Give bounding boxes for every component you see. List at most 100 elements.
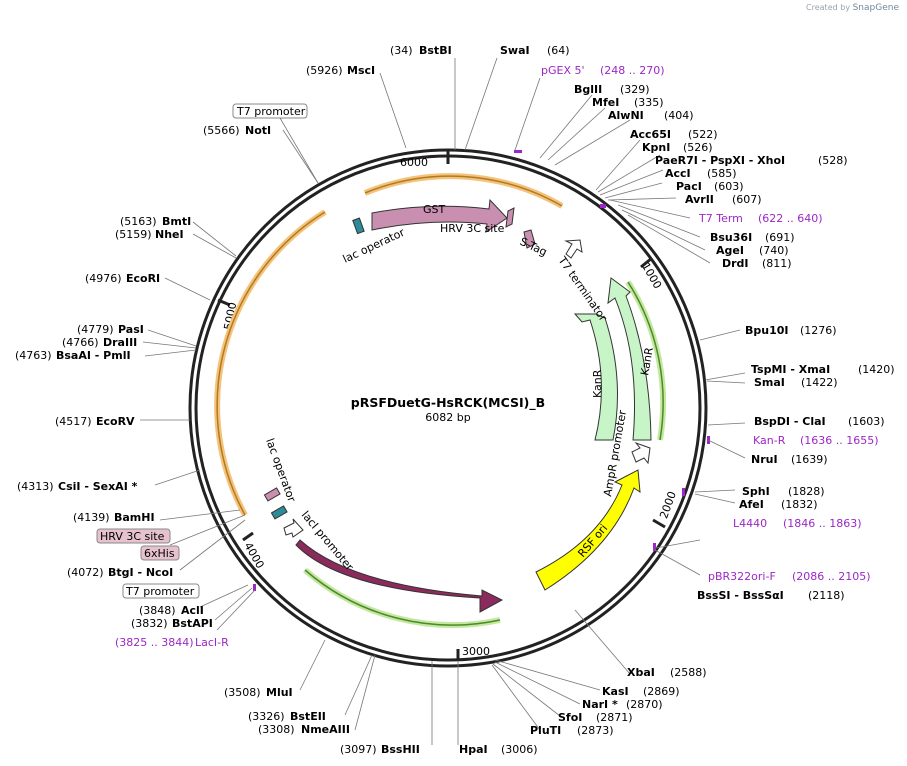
label-kanr-outer: KanR [638,346,656,377]
tick-label-3000: 3000 [462,645,490,658]
site-pos-mlui: (3508) [224,686,261,699]
primer-name-pgex: pGEX 5' [541,64,585,77]
site-pos-nrui: (1639) [791,453,828,466]
site-name-paci: PacI [676,180,702,193]
primer-pos-t7term: (622 .. 640) [758,212,823,225]
site-pos-paci: (603) [714,180,744,193]
site-name-msci: MscI [347,64,375,77]
site-pos-sphi: (1828) [788,485,825,498]
site-pos-pasi: (4779) [77,323,114,336]
site-name-smai: SmaI [754,376,785,389]
site-name-hpai: HpaI [459,743,488,756]
plasmid-name: pRSFDuetG-HsRCK(MCSI)_B [351,395,545,411]
label-laci: lacI [377,591,398,607]
site-pos-alwni: (404) [664,109,694,122]
ampr-promoter-arrow [631,441,651,465]
site-name-alwni: AlwNI [608,109,644,122]
site-pos-pluti: (2873) [577,724,614,737]
tick-label-1000: 1000 [639,260,664,291]
laci-arrow [295,539,504,613]
site-name-sexai-group: CsiI - SexAI * [58,480,138,493]
site-pos-nari: (2870) [626,698,663,711]
site-pos-sfoi: (2871) [596,711,633,724]
primer-pos-laci-r: (3825 .. 3844) [115,636,194,649]
green-arc-right-line [627,281,664,441]
site-name-agei: AgeI [716,244,744,257]
laci-promoter-arrow [283,518,304,538]
site-name-nmeaiii: NmeAIII [301,723,350,736]
tick-label-6000: 6000 [400,156,428,169]
site-pos-bglii: (329) [620,83,650,96]
primer-name-laci-r: LacI-R [195,636,229,649]
site-pos-smai: (1422) [801,376,838,389]
site-pos-xhoi-group: (528) [818,154,848,167]
site-pos-bsteii: (3326) [248,710,285,723]
site-pos-ncoi-group: (4072) [67,566,104,579]
primer-mark-l4440 [682,488,685,496]
site-pos-xbai: (2588) [670,666,707,679]
label-hrv3c-site: HRV 3C site [440,222,505,235]
site-name-bstbi: BstBI [419,44,452,57]
site-labels: (34) BstBI SwaI (64) pGEX 5' (248 .. 270… [15,44,895,756]
boxed-t7-promoter-bottom: T7 promoter [125,585,195,598]
lac-operator-bottom-marker [270,505,288,520]
snapgene-credit: Created by SnapGene [806,3,899,13]
primer-name-l4440: L4440 [733,517,767,530]
tick-marks [217,150,666,661]
site-pos-clai-group: (1603) [848,415,885,428]
plasmid-length: 6082 bp [425,411,470,424]
hrv3c-bottom-marker [263,487,281,502]
site-pos-nmeaiii: (3308) [258,723,295,736]
site-name-bsu36i: Bsu36I [710,231,752,244]
site-pos-bamhi: (4139) [73,511,110,524]
site-name-ecorv: EcoRV [96,415,135,428]
box-t7-promoter-bottom [122,583,200,599]
site-name-bmti: BmtI [162,215,191,228]
site-name-kasi: KasI [602,685,629,698]
site-pos-draiii: (4766) [62,336,99,349]
primer-mark-laci-r [253,584,256,591]
site-pos-acli: (3848) [139,604,176,617]
label-gst: GST [423,203,446,216]
site-pos-ecorv: (4517) [55,415,92,428]
site-name-xmai-group: TspMI - XmaI [751,363,830,376]
site-pos-bstbi: (34) [390,44,413,57]
site-name-clai-group: BspDI - ClaI [754,415,826,428]
site-name-bsteii: BstEII [290,710,326,723]
hrv3c-site-marker [505,207,515,228]
site-name-afei: AfeI [739,498,764,511]
gst-arrow [371,198,508,234]
site-name-ncoi-group: BtgI - NcoI [108,566,173,579]
orange-arc-top-line [364,175,563,207]
primer-mark-t7term [600,204,606,208]
primer-name-kanr: Kan-R [753,434,786,447]
site-pos-xmai-group: (1420) [858,363,895,376]
site-pos-ecori: (4976) [85,272,122,285]
box-6xhis [140,545,180,561]
site-pos-afei: (1832) [781,498,818,511]
site-pos-acc65i: (522) [688,128,718,141]
site-name-sphi: SphI [742,485,770,498]
site-name-draiii: DraIII [103,336,137,349]
primer-name-t7term: T7 Term [698,212,743,225]
label-kanr-inner: KanR [591,369,604,398]
site-pos-acci: (585) [707,167,737,180]
site-name-pmli-group: BsaAI - PmlI [56,349,131,362]
site-pos-noti: (5566) [203,124,240,137]
site-name-bsshii: BssHII [381,743,420,756]
site-name-bstapi: BstAPI [172,617,213,630]
site-name-nari: NarI * [582,698,618,711]
site-pos-nhei: (5159) [115,228,152,241]
boxed-6xhis: 6xHis [144,547,175,560]
site-name-acc65i: Acc65I [630,128,671,141]
site-pos-avrii: (607) [732,193,762,206]
primer-pos-pbr322: (2086 .. 2105) [792,570,871,583]
site-pos-bstapi: (3832) [131,617,168,630]
boxed-t7-promoter-top: T7 promoter [236,105,306,118]
site-pos-pmli-group: (4763) [15,349,52,362]
primer-mark-pgex [514,150,522,153]
site-pos-kpni: (526) [683,141,713,154]
site-pos-kasi: (2869) [643,685,680,698]
primer-name-pbr322: pBR322ori-F [708,570,776,583]
site-name-acci: AccI [665,167,691,180]
